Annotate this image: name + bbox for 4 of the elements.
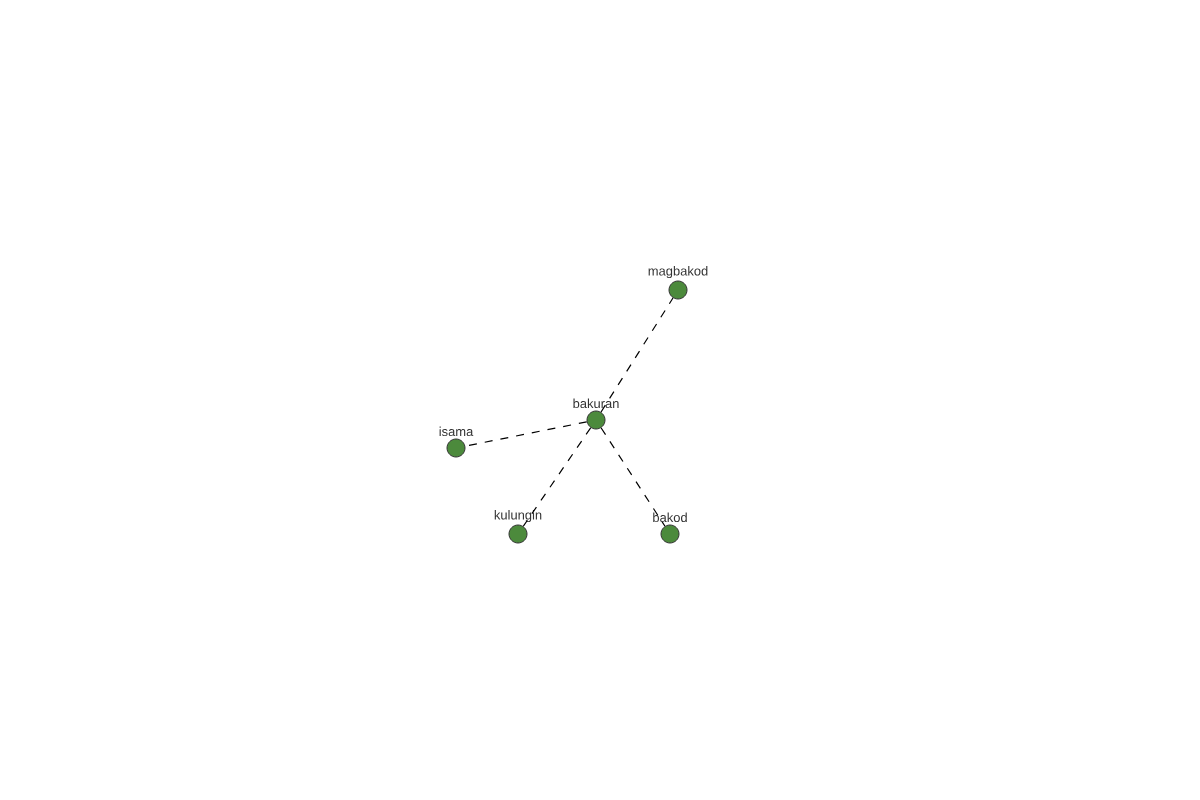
- connector-line: [464, 421, 588, 447]
- connector-line: [600, 297, 674, 413]
- connector-line: [522, 427, 592, 527]
- connector-line: [600, 427, 666, 527]
